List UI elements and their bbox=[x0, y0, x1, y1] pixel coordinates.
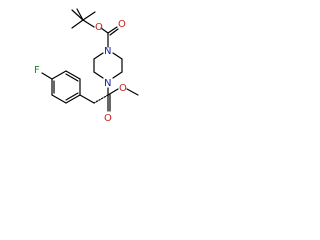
bond bbox=[41, 72, 53, 80]
atom-o-ester-carbonyl: O bbox=[104, 113, 112, 124]
bond bbox=[71, 19, 84, 29]
bond bbox=[109, 28, 119, 36]
bond bbox=[65, 73, 79, 82]
bond bbox=[71, 9, 84, 21]
bond bbox=[51, 94, 67, 104]
bond bbox=[107, 88, 119, 96]
bond bbox=[93, 52, 104, 60]
bond bbox=[93, 71, 104, 79]
bond bbox=[107, 26, 118, 34]
bond bbox=[82, 11, 96, 21]
bond bbox=[65, 94, 81, 104]
bond bbox=[65, 92, 79, 101]
stereo-bond bbox=[93, 94, 109, 104]
bond bbox=[100, 27, 109, 34]
bond bbox=[65, 70, 81, 80]
bond bbox=[112, 71, 123, 79]
atom-n-top: N bbox=[104, 46, 111, 57]
bond bbox=[79, 94, 95, 104]
atom-n-bottom: N bbox=[104, 78, 111, 89]
bond bbox=[51, 70, 67, 80]
atom-fluorine: F bbox=[34, 65, 40, 76]
structure-diagram: N N O O O O F bbox=[34, 8, 139, 124]
atom-o-carbamate-ether: O bbox=[95, 22, 103, 33]
atom-o-ester-ether: O bbox=[119, 83, 127, 94]
bond bbox=[76, 8, 84, 21]
bond bbox=[126, 88, 139, 96]
bond bbox=[82, 19, 95, 28]
atom-o-carbamate-carbonyl: O bbox=[118, 19, 126, 30]
bond bbox=[112, 52, 123, 60]
